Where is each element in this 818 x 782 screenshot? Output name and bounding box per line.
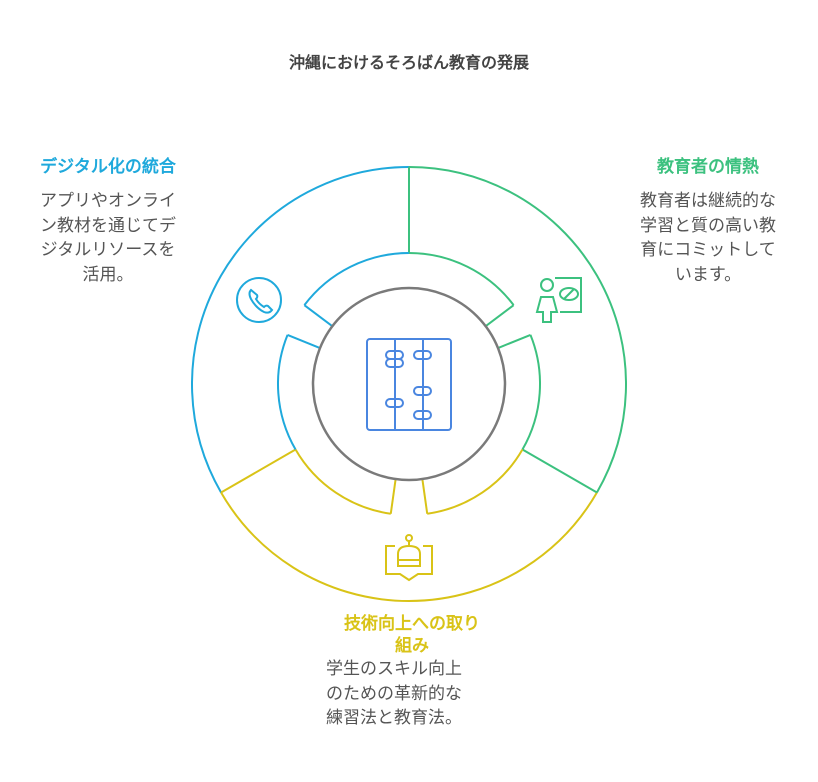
- section-heading: 技術向上への取り 組み: [326, 613, 498, 657]
- middle-arc-teacher: [521, 334, 541, 450]
- middle-arc-tech: [427, 448, 524, 515]
- middle-arc-teacher: [408, 252, 515, 306]
- divider-line: [220, 448, 297, 494]
- outer-arc-digital: [191, 166, 410, 493]
- heading-line: 技術向上への取り: [344, 614, 480, 634]
- section-heading: デジタル化の統合: [40, 157, 176, 177]
- abacus-icon: [366, 338, 452, 431]
- heading-line: 組み: [395, 636, 429, 656]
- section-body: アプリやオンライ ン教材を通じてデ ジタルリソースを 活用。: [18, 189, 198, 287]
- body-line: アプリやオンライ: [40, 191, 176, 211]
- body-line: 練習法と教育法。: [326, 708, 462, 728]
- section-body: 学生のスキル向上 のための革新的な 練習法と教育法。: [326, 657, 498, 731]
- body-line: ン教材を通じてデ: [40, 215, 176, 236]
- outer-arc-teacher: [408, 166, 627, 493]
- middle-edge: [303, 304, 333, 328]
- middle-arc-digital: [277, 334, 297, 450]
- outer-arc-tech: [220, 491, 598, 602]
- middle-edge: [287, 333, 321, 349]
- body-line: 学習と質の高い教: [640, 215, 776, 236]
- middle-edge: [389, 478, 397, 514]
- section-heading: 教育者の情熱: [657, 157, 759, 177]
- body-line: 活用。: [82, 264, 134, 285]
- core-circle: [311, 286, 507, 482]
- robot-book-icon: [385, 534, 433, 582]
- middle-arc-tech: [294, 448, 391, 515]
- diagram-title: 沖縄におけるそろばん教育の発展: [288, 53, 529, 72]
- section-digital: デジタル化の統合 アプリやオンライ ン教材を通じてデ ジタルリソースを 活用。: [18, 156, 198, 287]
- phone-icon: [236, 277, 282, 323]
- middle-arc-digital: [303, 252, 410, 306]
- section-teacher: 教育者の情熱 教育者は継続的な 学習と質の高い教 育にコミットして います。: [620, 156, 796, 287]
- body-line: ジタルリソースを: [40, 240, 176, 260]
- body-line: 学生のスキル向上: [326, 659, 462, 679]
- section-body: 教育者は継続的な 学習と質の高い教 育にコミットして います。: [620, 189, 796, 287]
- middle-edge: [497, 333, 531, 349]
- body-line: 教育者は継続的な: [640, 191, 776, 211]
- body-line: います。: [674, 264, 742, 285]
- body-line: 育にコミットして: [640, 240, 776, 260]
- divider-line: [521, 448, 598, 494]
- section-tech: 技術向上への取り 組み 学生のスキル向上 のための革新的な 練習法と教育法。: [326, 613, 498, 731]
- middle-edge: [485, 304, 515, 328]
- middle-edge: [421, 478, 429, 514]
- body-line: のための革新的な: [326, 683, 462, 704]
- teacher-icon: [535, 277, 582, 323]
